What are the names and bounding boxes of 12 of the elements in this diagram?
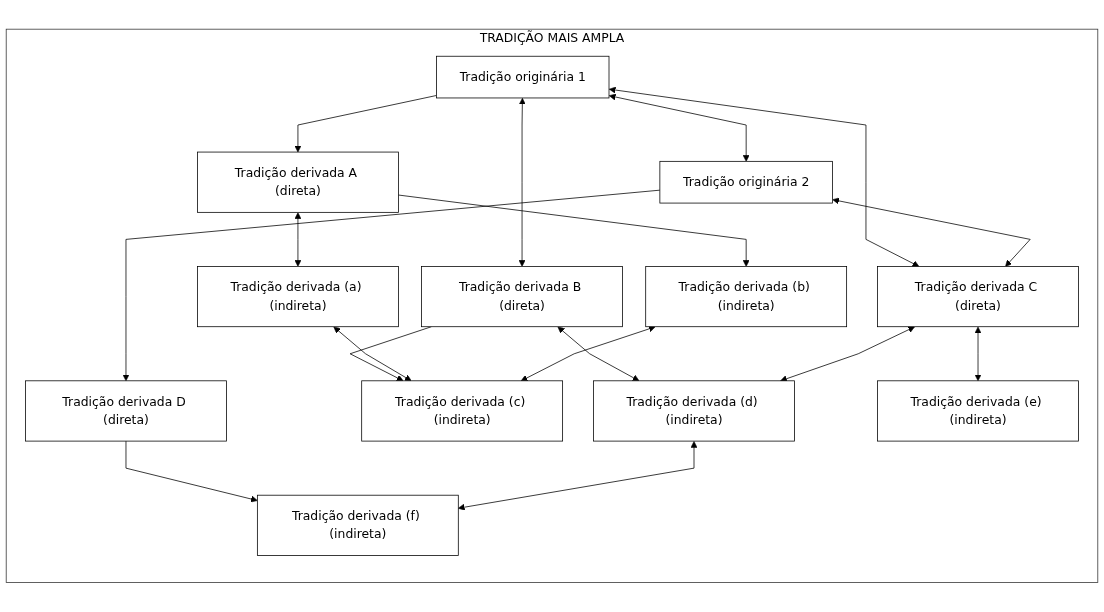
node-box: Tradição derivada B (direta) [421,266,623,328]
node-box: Tradição derivada (d) (indireta) [593,380,795,442]
node-box: Tradição derivada (e) (indireta) [877,380,1079,442]
node-box: Tradição derivada (f) (indireta) [256,494,459,556]
node-box: Tradição derivada (b) (indireta) [645,266,848,328]
node-box: Tradição originária 1 [436,56,610,99]
node-box: Tradição derivada C (direta) [877,266,1079,328]
node-box: Tradição derivada D (direta) [25,380,227,442]
node-box: Tradição derivada (c) (indireta) [361,380,563,442]
node-box: Tradição derivada A (direta) [197,151,399,213]
node-box: Tradição originária 2 [659,161,833,204]
node-box: Tradição derivada (a) (indireta) [197,266,399,328]
